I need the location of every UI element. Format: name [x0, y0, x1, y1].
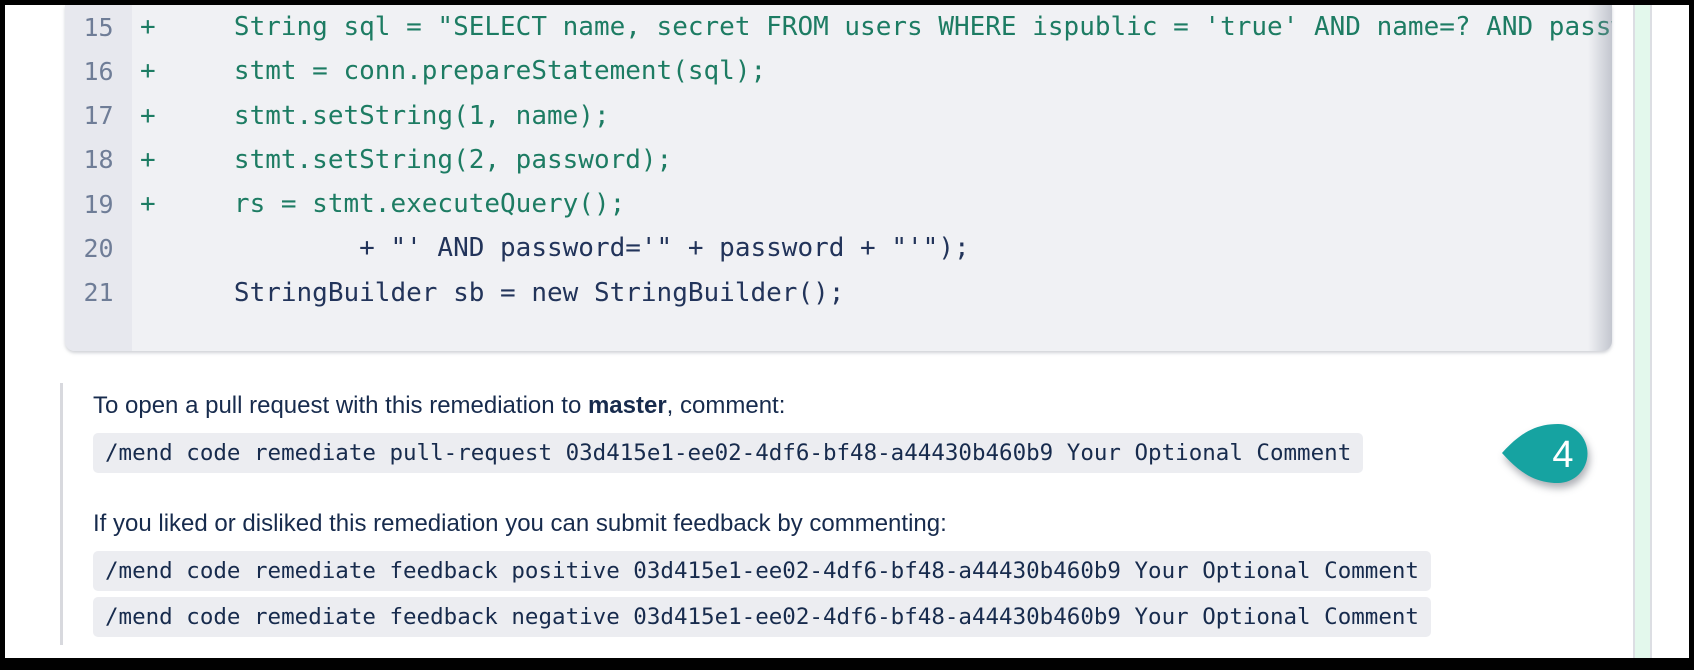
added-code-line: + stmt.setString(2, password);: [140, 144, 673, 175]
feedback-instruction-text: If you liked or disliked this remediatio…: [93, 510, 947, 537]
diff-row: 16 + stmt = conn.prepareStatement(sql);: [65, 49, 1612, 93]
diff-row: 21 StringBuilder sb = new StringBuilder(…: [65, 271, 1612, 315]
added-code-line: + stmt.setString(1, name);: [140, 100, 610, 131]
feedback-negative-command-chip: /mend code remediate feedback negative 0…: [93, 597, 1431, 637]
step-4-pointer-balloon: 4: [1500, 420, 1600, 493]
diff-row: 18 + stmt.setString(2, password);: [65, 138, 1612, 182]
diff-row: 15 + String sql = "SELECT name, secret FR…: [65, 5, 1612, 49]
line-number: 15: [83, 12, 114, 42]
annotation-number: 4: [1552, 434, 1573, 476]
diff-row: 19 + rs = stmt.executeQuery();: [65, 182, 1612, 226]
added-code-line: + String sql = "SELECT name, secret FROM…: [140, 12, 1612, 43]
remediation-comment-section: To open a pull request with this remedia…: [60, 383, 1493, 645]
line-number: 17: [83, 101, 114, 131]
pr-instruction-prefix: To open a pull request with this remedia…: [93, 392, 588, 419]
added-code-line: + rs = stmt.executeQuery();: [140, 189, 626, 220]
branch-name: master: [587, 392, 667, 419]
code-diff-block[interactable]: 15 + String sql = "SELECT name, secret FR…: [65, 5, 1612, 351]
pr-command-chip: /mend code remediate pull-request 03d415…: [93, 433, 1364, 473]
pr-instruction-suffix: , comment:: [666, 392, 786, 419]
feedback-positive-command-chip: /mend code remediate feedback positive 0…: [93, 551, 1431, 591]
context-code-line: StringBuilder sb = new StringBuilder();: [140, 277, 845, 308]
line-number: 20: [83, 233, 114, 263]
line-number: 19: [83, 189, 114, 219]
line-number: 21: [83, 278, 114, 308]
line-number-gutter: [65, 5, 132, 351]
line-number: 16: [83, 56, 114, 86]
line-number: 18: [83, 145, 114, 175]
diff-row: 20 + "' AND password='" + password + "'"…: [65, 226, 1612, 270]
context-code-line: + "' AND password='" + password + "'");: [140, 233, 970, 264]
vertical-scroll-strip: [1633, 5, 1652, 658]
teardrop-pointer-icon: 4: [1502, 424, 1588, 483]
diff-row: 17 + stmt.setString(1, name);: [65, 94, 1612, 138]
added-code-line: + stmt = conn.prepareStatement(sql);: [140, 56, 767, 87]
pr-instruction-text: To open a pull request with this remedia…: [93, 393, 785, 419]
diff-rows: 15 + String sql = "SELECT name, secret FR…: [65, 5, 1612, 315]
